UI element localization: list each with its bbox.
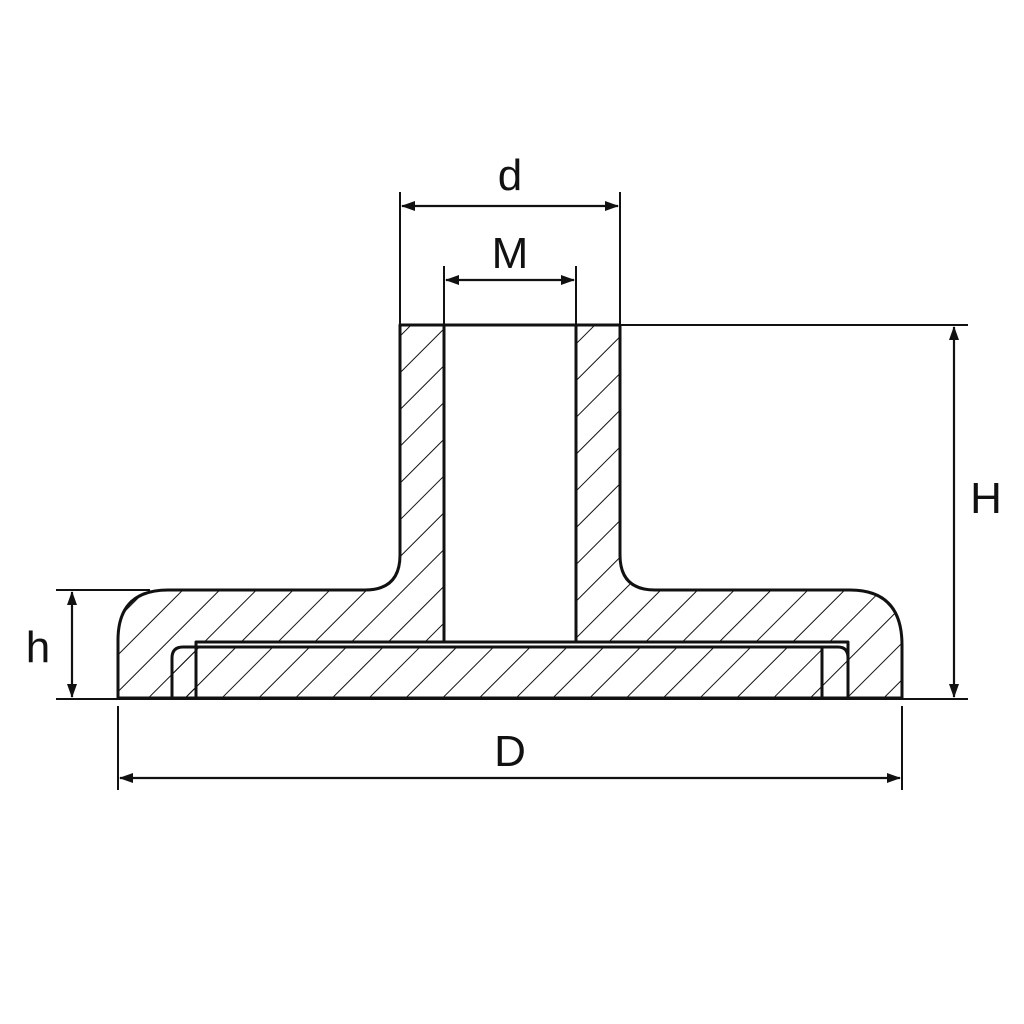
label-M: M [492,229,529,278]
left-ring-groove [170,645,198,700]
label-h: h [26,623,50,672]
label-D: D [494,727,526,776]
left-body-section [116,323,446,700]
right-ring-groove [820,645,850,700]
right-body-section [574,323,904,700]
label-d: d [498,151,522,200]
base-plate-insert [194,645,824,700]
label-H: H [970,474,1002,523]
central-bore [442,323,578,644]
